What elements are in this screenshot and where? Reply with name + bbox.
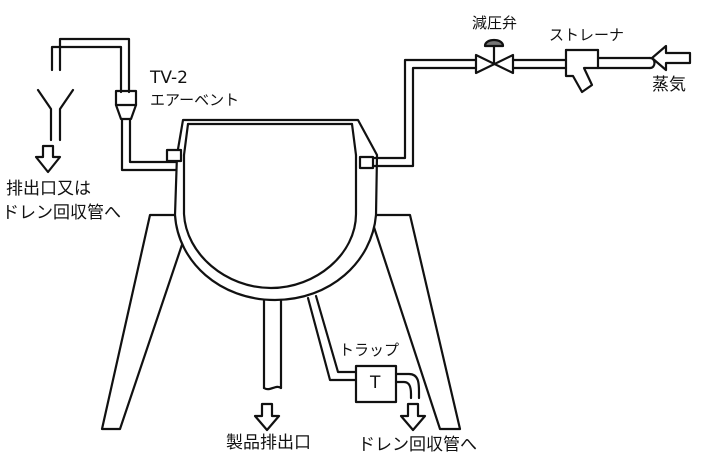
air-vent-label: エアーベント xyxy=(150,91,240,109)
air-vent xyxy=(114,89,138,121)
discharge-funnel xyxy=(36,88,75,142)
product-outlet-label: 製品排出口 xyxy=(226,433,311,453)
reducing-valve-label: 減圧弁 xyxy=(472,14,518,32)
strainer-label: ストレーナ xyxy=(549,26,625,44)
steam-arrow-icon xyxy=(650,44,692,72)
trap-label: トラップ xyxy=(339,341,400,359)
strainer xyxy=(564,48,600,94)
down-arrow-icon xyxy=(253,402,281,432)
left-outlet-label-line1: 排出口又は xyxy=(6,179,91,199)
vent-pipe xyxy=(50,37,178,172)
product-outlet-pipe xyxy=(262,298,283,391)
drain-pipe xyxy=(306,294,421,404)
reducing-valve xyxy=(474,38,515,75)
down-arrow-icon xyxy=(34,144,62,174)
steam-pipe xyxy=(371,56,656,168)
kettle-body xyxy=(165,118,379,302)
drain-return-label: ドレン回収管へ xyxy=(358,435,477,455)
trap-box-label: T xyxy=(370,373,381,393)
air-vent-model-label: TV-2 xyxy=(150,68,188,88)
left-outlet-label-line2: ドレン回収管へ xyxy=(2,203,121,223)
steam-label: 蒸気 xyxy=(652,75,686,95)
down-arrow-icon xyxy=(399,402,427,432)
